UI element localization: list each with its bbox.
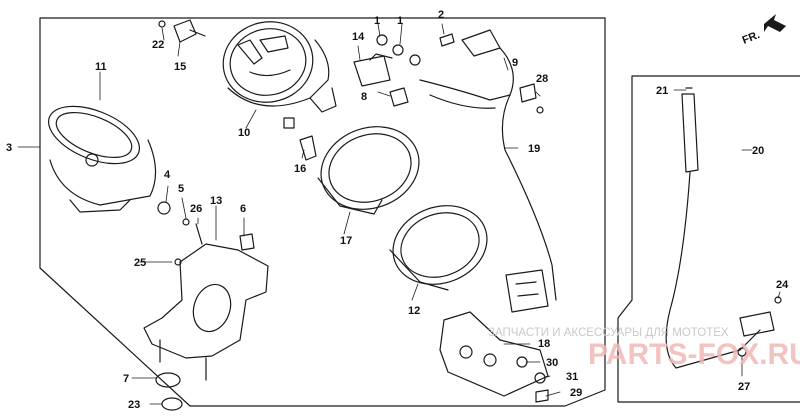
callout-number: 3 [6,142,12,154]
grommet [155,372,181,388]
callout-number: 1 [397,15,403,27]
bolt [174,258,182,266]
washer [516,356,528,368]
front-direction-label: FR. [741,29,762,47]
collar [161,397,183,411]
callout-number: 1 [374,15,380,27]
meter-case [47,105,157,213]
meter-sensor [158,19,206,43]
callout-number: 4 [164,169,171,181]
callout-number: 14 [352,31,365,43]
callout-number: 31 [566,371,578,383]
callout-number: 19 [528,143,540,155]
callout-number: 27 [738,381,750,393]
callout-number: 6 [240,203,246,215]
callout-number: 5 [178,183,184,195]
mount-bracket [439,311,549,397]
callout-number: 15 [174,61,186,73]
grommet [389,87,409,107]
rubber-cap [519,83,537,103]
bulb [392,44,404,56]
cable-outline [617,75,800,403]
nut [535,389,549,403]
callout-number: 17 [340,235,352,247]
callout-number: 21 [656,85,668,97]
bolt [299,135,317,161]
washer [182,218,190,226]
screw [195,223,203,245]
callout-number: 20 [752,145,764,157]
front-direction-arrow [764,14,786,32]
callout-number: 11 [95,61,107,73]
callout-number: 26 [190,203,202,215]
callout-number: 18 [538,338,550,350]
callout-number: 25 [134,257,146,269]
speedometer-cable [665,87,775,369]
watermark-brand: PARTS-FOX.RU [588,338,800,371]
assembly-outline [39,17,606,407]
callout-number: 22 [152,39,164,51]
bulb [409,54,421,66]
callout-number: 2 [438,9,444,21]
callout-number: 7 [123,373,129,385]
callout-number: 13 [210,195,222,207]
leader-lines [17,23,781,405]
rim-ring [317,126,420,215]
callout-number: 29 [570,387,582,399]
callout-number: 10 [238,127,250,139]
callout-number: 28 [536,73,548,85]
stay-bracket [143,243,269,381]
bulb-socket [353,53,393,87]
bushing [239,233,255,251]
gasket [389,205,488,291]
wire-harness [419,29,557,313]
watermark-text: ЗАПЧАСТИ И АКСЕССУАРЫ ДЛЯ МОТОТЕХ [488,327,729,339]
screw [536,106,544,114]
callout-number: 8 [361,91,367,103]
speedometer [222,21,337,129]
bulb [376,34,388,46]
nut [157,201,171,215]
callout-number: 12 [408,305,420,317]
callout-number: 30 [546,357,558,369]
callout-number: 9 [512,57,518,69]
washer [439,33,455,47]
callout-number: 24 [776,279,789,291]
callout-number: 23 [128,399,140,411]
callout-number: 16 [294,163,306,175]
